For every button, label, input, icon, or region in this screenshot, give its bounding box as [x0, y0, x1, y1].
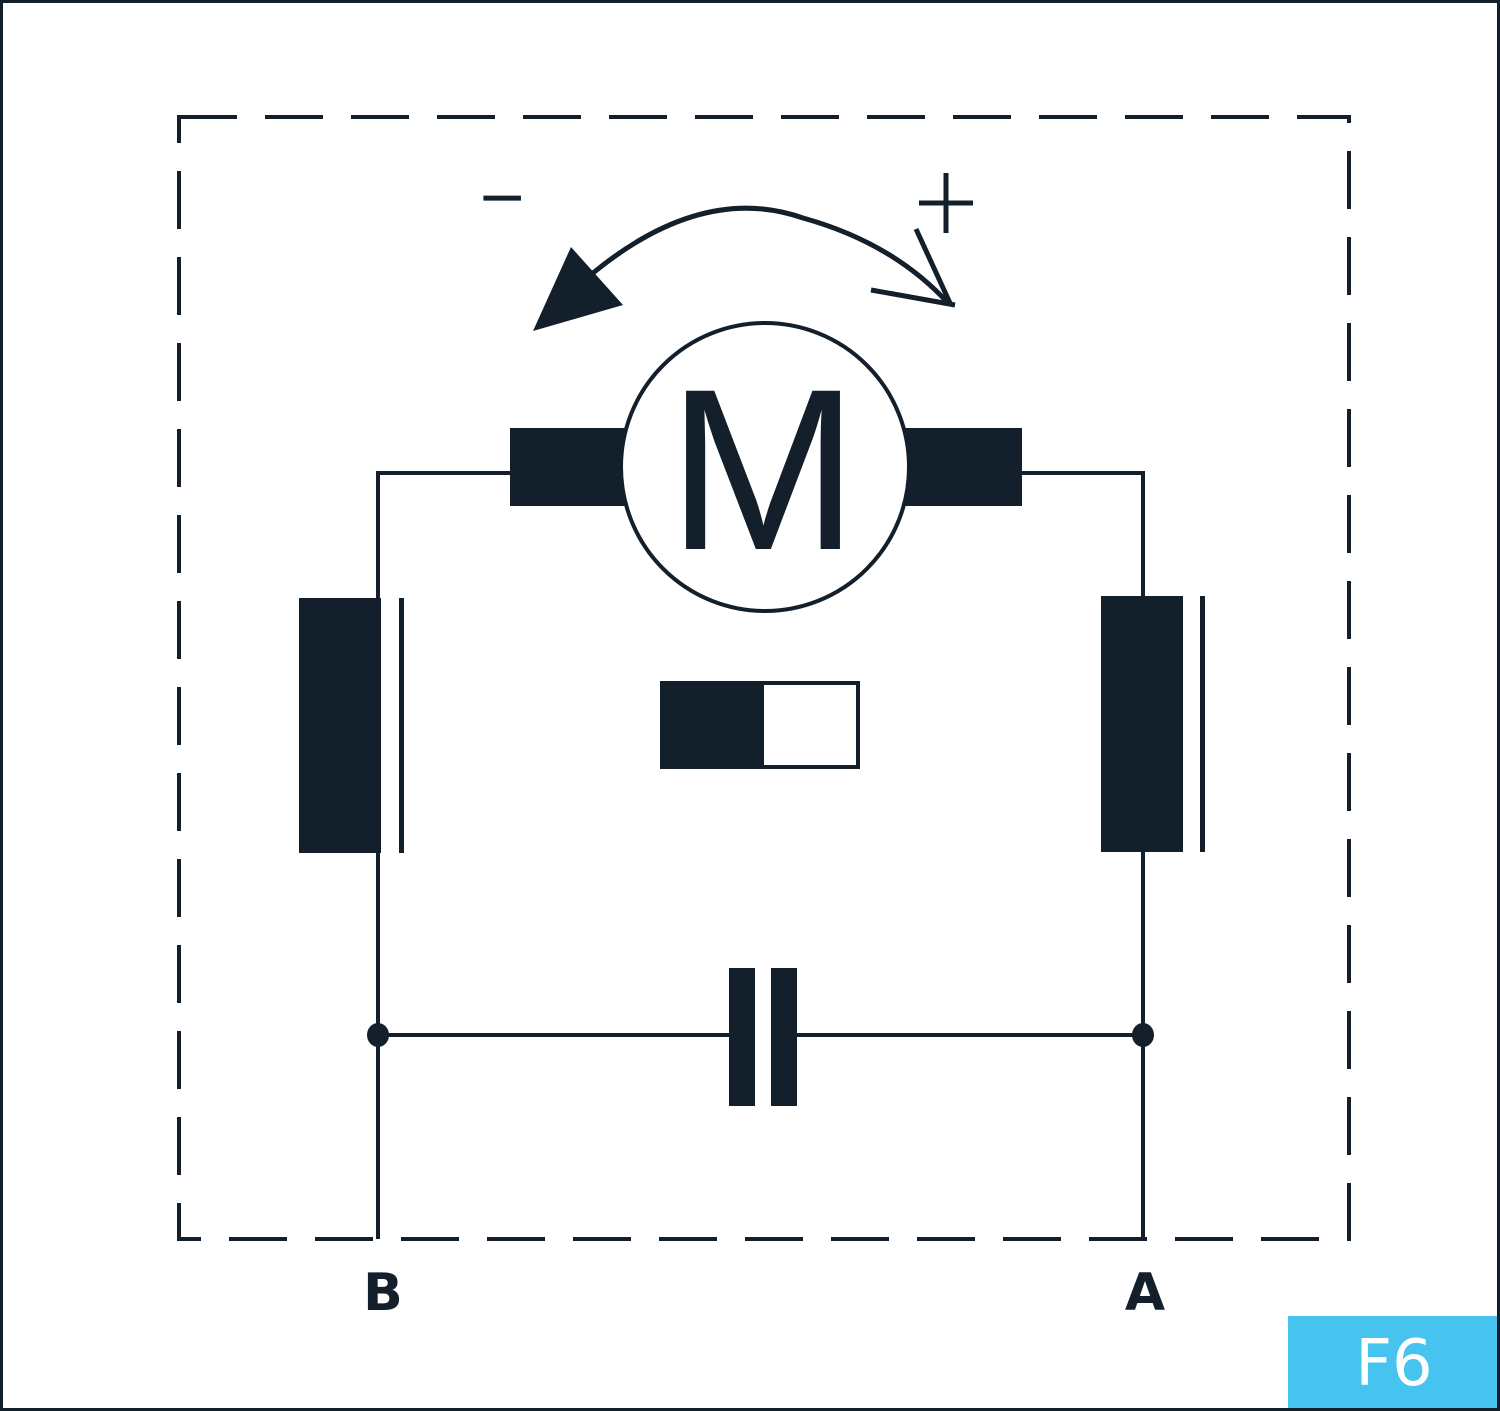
plus-sign-icon: [919, 173, 973, 233]
left-field-winding: [299, 598, 381, 853]
right-field-winding: [1101, 596, 1183, 852]
circuit-wires: [376, 471, 1145, 1239]
motor-schematic: − M B A: [177, 115, 1351, 1323]
terminal-label-b: B: [363, 1263, 403, 1323]
motor-label: M: [667, 341, 859, 598]
enclosure-dashed-border: [177, 115, 1351, 1241]
motor-circle: [619, 321, 911, 613]
capacitor-plate-left: [729, 968, 755, 1106]
figure-badge: F6: [1288, 1316, 1497, 1408]
junction-dot-b: [367, 1023, 389, 1047]
switch-filled-half: [662, 683, 764, 767]
right-field-core-line: [1200, 596, 1205, 852]
rotation-arrow-icon: [533, 205, 956, 331]
left-field-core-line: [399, 598, 404, 853]
left-brush: [510, 428, 630, 506]
capacitor-plate-right: [771, 968, 797, 1106]
right-brush: [903, 428, 1022, 506]
terminal-label-a: A: [1125, 1263, 1165, 1323]
junction-dot-a: [1132, 1023, 1154, 1047]
minus-sign: −: [477, 162, 527, 232]
